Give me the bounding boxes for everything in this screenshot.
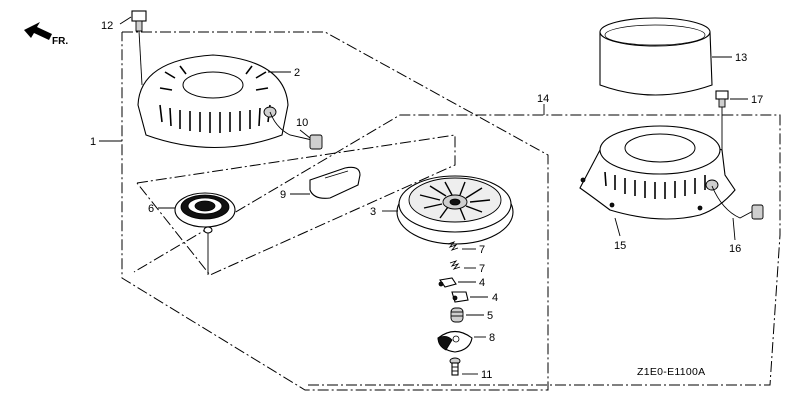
assembly-14-boundary bbox=[133, 114, 781, 386]
assembly-1-boundary bbox=[121, 31, 549, 391]
callout-1: 1 bbox=[90, 136, 96, 148]
sub-assembly-boundary bbox=[136, 134, 456, 276]
screw-11 bbox=[449, 357, 461, 376]
ratchet-4b bbox=[451, 291, 469, 303]
starter-grip-9 bbox=[309, 166, 361, 199]
callout-4a: 4 bbox=[479, 277, 485, 289]
rope-guide-10 bbox=[269, 111, 323, 150]
callout-14: 14 bbox=[537, 93, 549, 105]
callout-5: 5 bbox=[487, 310, 493, 322]
callout-10: 10 bbox=[296, 117, 308, 129]
recoil-spring-6 bbox=[174, 192, 236, 275]
callout-13: 13 bbox=[735, 52, 747, 64]
recoil-cover-2 bbox=[137, 54, 289, 149]
friction-plate-8 bbox=[437, 330, 473, 353]
callout-15: 15 bbox=[614, 240, 626, 252]
callout-2: 2 bbox=[294, 67, 300, 79]
band-13 bbox=[599, 17, 713, 96]
callout-6: 6 bbox=[148, 203, 154, 215]
callout-3: 3 bbox=[370, 206, 376, 218]
friction-spring-7a bbox=[447, 241, 459, 251]
front-direction-label: FR. bbox=[52, 36, 68, 47]
bolt-12 bbox=[131, 10, 147, 86]
recoil-cover-15 bbox=[579, 125, 736, 220]
callout-7b: 7 bbox=[479, 263, 485, 275]
callout-16: 16 bbox=[729, 243, 741, 255]
return-spring-5 bbox=[450, 307, 464, 323]
rope-guide-16 bbox=[711, 185, 764, 220]
friction-spring-7b bbox=[449, 260, 461, 270]
recoil-pulley-3 bbox=[396, 175, 514, 245]
callout-12: 12 bbox=[101, 20, 113, 32]
callout-8: 8 bbox=[489, 332, 495, 344]
ratchet-4a bbox=[438, 277, 457, 288]
callout-4b: 4 bbox=[492, 292, 498, 304]
callout-9: 9 bbox=[280, 189, 286, 201]
diagram-code: Z1E0-E1100A bbox=[637, 366, 705, 378]
callout-17: 17 bbox=[751, 94, 763, 106]
front-direction-arrow-icon bbox=[24, 22, 52, 40]
callout-7a: 7 bbox=[479, 244, 485, 256]
callout-11: 11 bbox=[481, 369, 492, 381]
